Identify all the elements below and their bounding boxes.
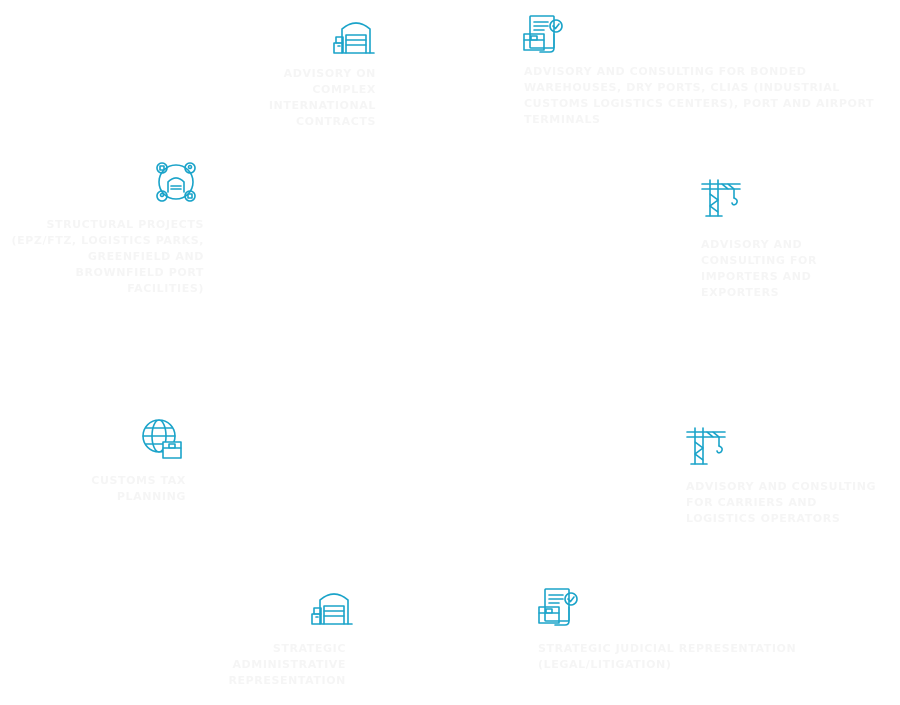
crane-icon <box>685 424 729 468</box>
service-label: STRUCTURAL PROJECTS (EPZ/FTZ, LOGISTICS … <box>11 218 204 295</box>
crane-icon <box>700 176 744 220</box>
service-label: STRATEGIC JUDICIAL REPRESENTATION (LEGAL… <box>538 642 797 671</box>
warehouse-icon <box>310 584 354 628</box>
network-warehouse-icon <box>154 160 198 204</box>
warehouse-icon <box>332 13 376 57</box>
globe-package-icon <box>141 418 185 462</box>
service-label: CUSTOMS TAX PLANNING <box>91 474 186 503</box>
document-check-icon <box>537 585 581 629</box>
service-label: ADVISORY AND CONSULTING FOR CARRIERS AND… <box>686 480 877 525</box>
service-label: ADVISORY AND CONSULTING FOR IMPORTERS AN… <box>701 238 818 299</box>
service-label: ADVISORY ON COMPLEX INTERNATIONAL CONTRA… <box>268 67 376 128</box>
service-label: STRATEGIC ADMINISTRATIVE REPRESENTATION <box>228 642 346 687</box>
document-check-icon <box>522 12 566 56</box>
service-label: ADVISORY AND CONSULTING FOR BONDED WAREH… <box>524 65 875 126</box>
